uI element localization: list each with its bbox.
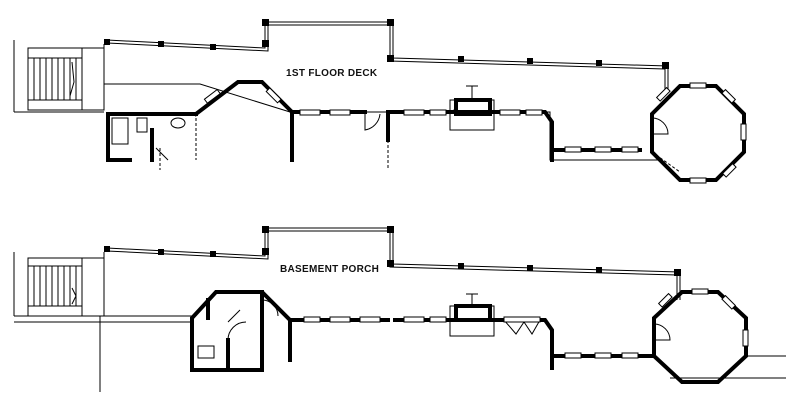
- porch-railing-bottom: [103, 226, 681, 300]
- bathroom-bottom: [190, 290, 293, 372]
- bathroom-top: [106, 112, 198, 170]
- stair-top: [13, 40, 105, 113]
- octagon-tower-top: [650, 82, 747, 184]
- stair-bottom: [13, 252, 192, 392]
- house-wall-top: [193, 80, 642, 168]
- first-floor-deck-plan: [13, 19, 747, 184]
- octagon-tower-bottom: [652, 288, 786, 384]
- basement-porch-label: BASEMENT PORCH: [280, 264, 380, 275]
- first-floor-deck-label: 1ST FLOOR DECK: [286, 68, 378, 79]
- house-wall-bottom: [288, 293, 654, 370]
- basement-porch-plan: [13, 226, 786, 392]
